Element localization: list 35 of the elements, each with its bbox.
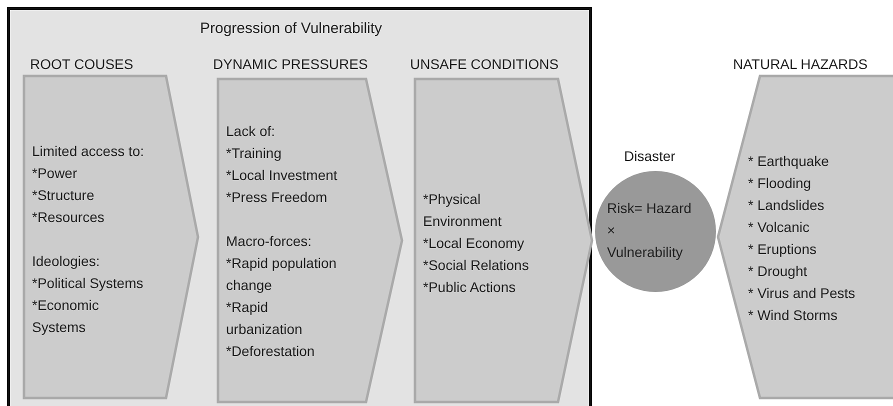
list-item: *Rapid population change	[226, 254, 338, 295]
column-heading: DYNAMIC PRESSURES	[213, 55, 368, 73]
column-heading: NATURAL HAZARDS	[733, 55, 868, 73]
list-item: *Economic Systems	[32, 296, 100, 337]
list-item: * Wind Storms	[748, 306, 838, 325]
list-item: *Rapid urbanization	[226, 298, 304, 339]
list-item: *Structure	[32, 186, 96, 205]
list-item: * Landslides	[748, 196, 826, 215]
list-item: *Physical Environment	[423, 190, 503, 231]
column-heading: UNSAFE CONDITIONS	[410, 55, 559, 73]
list-item: *Political Systems	[32, 274, 144, 293]
list-item: * Virus and Pests	[748, 284, 856, 303]
list-item: *Press Freedom	[226, 188, 328, 207]
list-item: *Public Actions	[423, 278, 517, 297]
list-item: * Volcanic	[748, 218, 810, 237]
list-item: *Power	[32, 164, 78, 183]
list-item: *Deforestation	[226, 342, 316, 361]
list-item: * Drought	[748, 262, 808, 281]
list-item: *Training	[226, 144, 283, 163]
list-item: *Social Relations	[423, 256, 530, 275]
disaster-caption: Disaster	[624, 147, 676, 165]
list-item: * Earthquake	[748, 152, 830, 171]
list-item: Macro-forces:	[226, 232, 313, 251]
frame-title: Progression of Vulnerability	[200, 20, 382, 38]
list-item: Limited access to:	[32, 142, 146, 161]
list-item: Ideologies:	[32, 252, 101, 271]
list-item: *Local Investment	[226, 166, 338, 185]
list-item: * Eruptions	[748, 240, 818, 259]
list-item: Lack of:	[226, 122, 276, 141]
column-heading: ROOT COUSES	[30, 55, 134, 73]
group-frame	[7, 7, 592, 406]
list-item: *Resources	[32, 208, 106, 227]
risk-formula: Risk= Hazard × Vulnerability	[607, 199, 692, 262]
list-item: *Local Economy	[423, 234, 526, 253]
list-item: * Flooding	[748, 174, 812, 193]
